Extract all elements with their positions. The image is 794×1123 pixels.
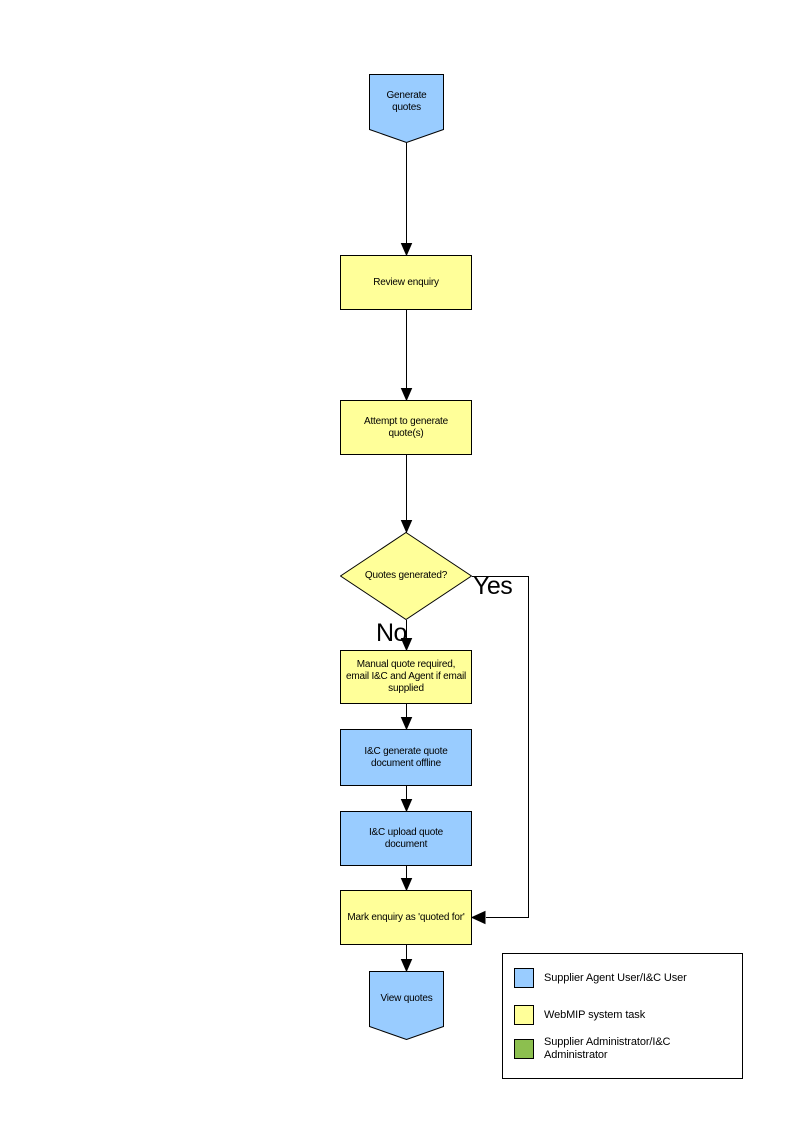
pentagon-shape [369,971,444,1040]
arrowhead-upload [400,799,413,813]
arrowhead-genoff [400,717,413,731]
branch-label-no: No [376,619,407,647]
legend-swatch-green [514,1039,534,1059]
node-view-quotes: View quotes [369,971,444,1040]
node-label: Review enquiry [373,276,439,288]
arrowhead-mark [400,878,413,892]
legend-item-supplier-agent-user: Supplier Agent User/I&C User [514,968,736,988]
node-label: Manual quote required, email I&C and Age… [345,659,467,694]
legend-swatch-yellow [514,1005,534,1025]
yes-branch-arrowhead [470,910,486,925]
branch-label-yes: Yes [473,572,513,600]
legend-label: WebMIP system task [544,1008,646,1021]
node-label: I&C generate quote document offline [364,745,448,769]
node-attempt-generate-quotes: Attempt to generate quote(s) [340,400,472,455]
node-label: Quotes generated? [364,570,448,581]
node-manual-quote-required: Manual quote required, email I&C and Age… [340,650,472,704]
legend-item-webmip-system-task: WebMIP system task [514,1005,736,1025]
node-review-enquiry: Review enquiry [340,255,472,310]
node-ic-generate-quote-offline: I&C generate quote document offline [340,729,472,786]
node-generate-quotes: Generate quotes [369,74,444,143]
arrowhead-review [400,243,413,257]
diamond-shape [340,532,472,620]
arrowhead-decision [400,520,413,534]
yes-branch-line [472,576,529,918]
legend-label: Supplier Administrator/I&C Administrator [544,1036,671,1061]
node-mark-enquiry-quoted-for: Mark enquiry as 'quoted for' [340,890,472,945]
legend-swatch-blue [514,968,534,988]
arrowhead-attempt [400,388,413,402]
node-ic-upload-quote-document: I&C upload quote document [340,811,472,866]
node-label: View quotes [380,993,433,1004]
node-quotes-generated-decision: Quotes generated? [340,532,472,620]
node-label: Mark enquiry as 'quoted for' [347,911,465,923]
pentagon-shape [369,74,444,143]
arrowhead-end [400,959,413,973]
node-label: Attempt to generate quote(s) [363,415,449,439]
node-label: Generate quotes [386,90,427,113]
legend-label: Supplier Agent User/I&C User [544,971,687,984]
legend-item-supplier-administrator: Supplier Administrator/I&C Administrator [514,1036,736,1062]
node-label: I&C upload quote document [368,826,444,850]
legend: Supplier Agent User/I&C User WebMIP syst… [502,953,743,1079]
arrowhead-manual [400,638,413,652]
